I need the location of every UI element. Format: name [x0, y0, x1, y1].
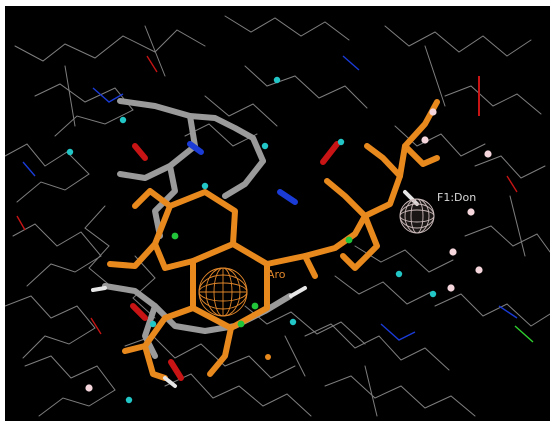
- protein-wireframe: [5, 15, 550, 417]
- hydrogen-atoms: [85, 108, 492, 392]
- ligand-heteroatoms: [130, 141, 340, 381]
- orange-marker: [265, 354, 271, 360]
- viewport-background: [5, 6, 550, 421]
- molecular-viewport[interactable]: F1:Don Aro: [5, 6, 550, 421]
- donor-feature-label: F1:Don: [437, 191, 476, 204]
- aromatic-feature-label: Aro: [267, 268, 286, 281]
- donor-feature-mesh-icon[interactable]: [399, 198, 435, 234]
- ligand-hydrogens: [91, 190, 419, 388]
- protein-heteroatoms: [16, 55, 534, 343]
- chlorine-atoms: [171, 232, 353, 328]
- aromatic-feature-mesh-icon[interactable]: [198, 267, 248, 317]
- water-molecules: [66, 76, 437, 404]
- query-ligand: [107, 99, 440, 381]
